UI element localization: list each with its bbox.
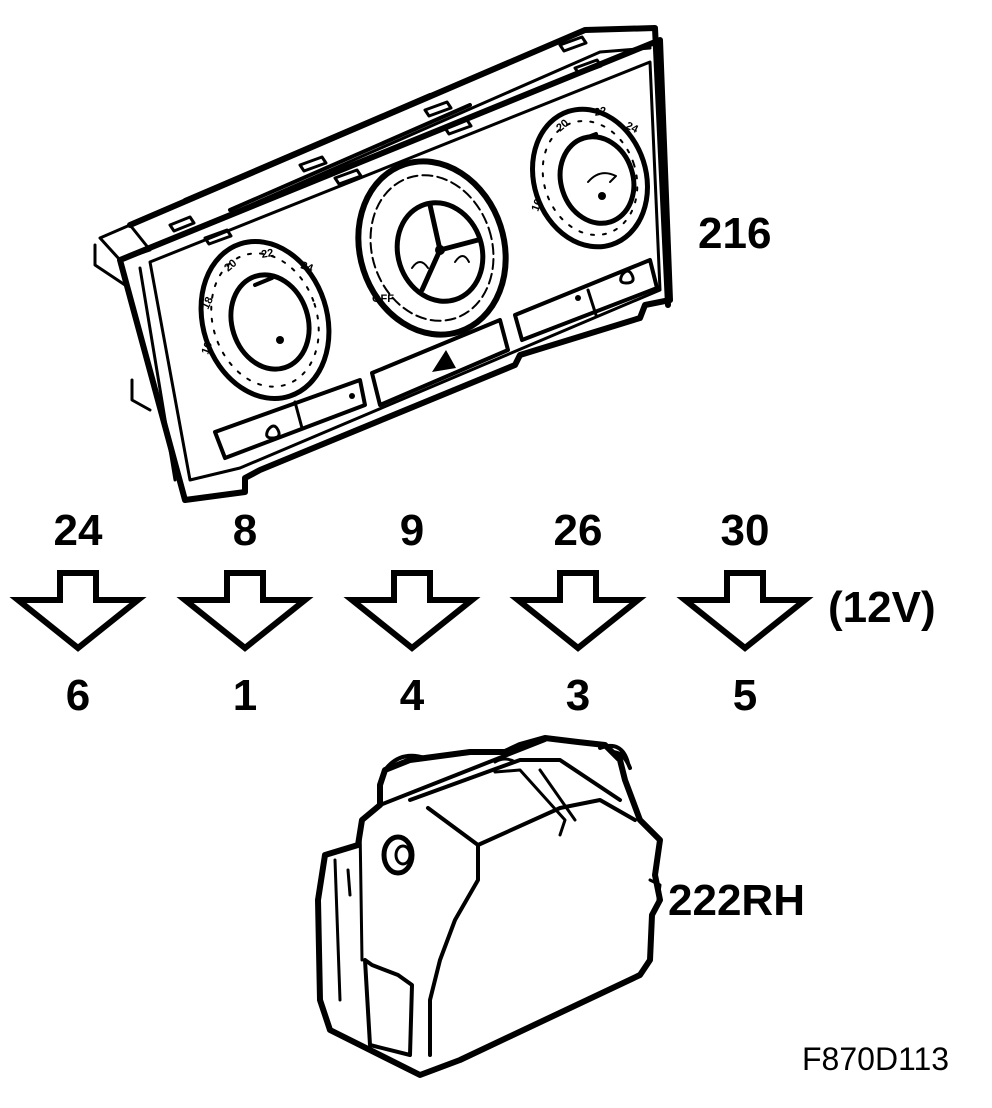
down-arrow-icon xyxy=(343,570,481,652)
right-buttons[interactable] xyxy=(513,258,659,342)
connection-3: 94 xyxy=(343,506,481,720)
left-dial-scale-22: 22 xyxy=(260,247,274,261)
left-buttons[interactable] xyxy=(213,378,367,460)
control-unit-label: 216 xyxy=(698,209,771,258)
figure-code: F870D113 xyxy=(802,1041,949,1077)
center-fan-dial[interactable]: OFF xyxy=(336,142,527,354)
actuator-label: 222RH xyxy=(668,876,805,925)
connection-4: 26 3 xyxy=(509,506,647,720)
center-dial-off-label: OFF xyxy=(372,293,394,305)
left-dial-scale-18: 18 xyxy=(200,295,216,311)
left-dial-scale-24: 24 xyxy=(299,260,315,276)
pin-to-label: 5 xyxy=(733,671,757,720)
left-dial-scale-16: 16 xyxy=(200,340,215,356)
pin-from-label: 30 xyxy=(721,506,770,555)
pin-to-label: 1 xyxy=(233,671,257,720)
right-temperature-dial[interactable]: 16 20 22 24 xyxy=(515,94,665,262)
down-arrow-icon xyxy=(509,570,647,652)
pin-to-label: 6 xyxy=(66,671,90,720)
left-temperature-dial[interactable]: 16 18 20 22 24 xyxy=(181,225,348,415)
right-dial-scale-24: 24 xyxy=(624,120,641,136)
actuator-motor xyxy=(315,735,663,1078)
connection-2: 81 xyxy=(176,506,314,720)
connection-5: 30 5 xyxy=(676,506,814,720)
pin-from-label: 26 xyxy=(554,506,603,555)
supply-voltage-note: (12V) xyxy=(828,583,936,632)
left-dial-scale-20: 20 xyxy=(222,257,239,274)
down-arrow-icon xyxy=(9,570,147,652)
pin-to-label: 3 xyxy=(566,671,590,720)
right-dial-scale-22: 22 xyxy=(593,105,607,119)
hazard-button[interactable] xyxy=(370,318,510,407)
pin-to-label: 4 xyxy=(400,671,425,720)
right-dial-scale-16: 16 xyxy=(530,197,545,213)
down-arrow-icon xyxy=(176,570,314,652)
pin-from-label: 9 xyxy=(400,506,424,555)
pin-from-label: 24 xyxy=(54,506,103,555)
pin-from-label: 8 xyxy=(233,506,257,555)
down-arrow-icon xyxy=(676,570,814,652)
connection-1: 24 6 xyxy=(9,506,147,720)
climate-control-panel: 16 18 20 22 24 OFF 16 20 22 24 xyxy=(93,25,673,503)
